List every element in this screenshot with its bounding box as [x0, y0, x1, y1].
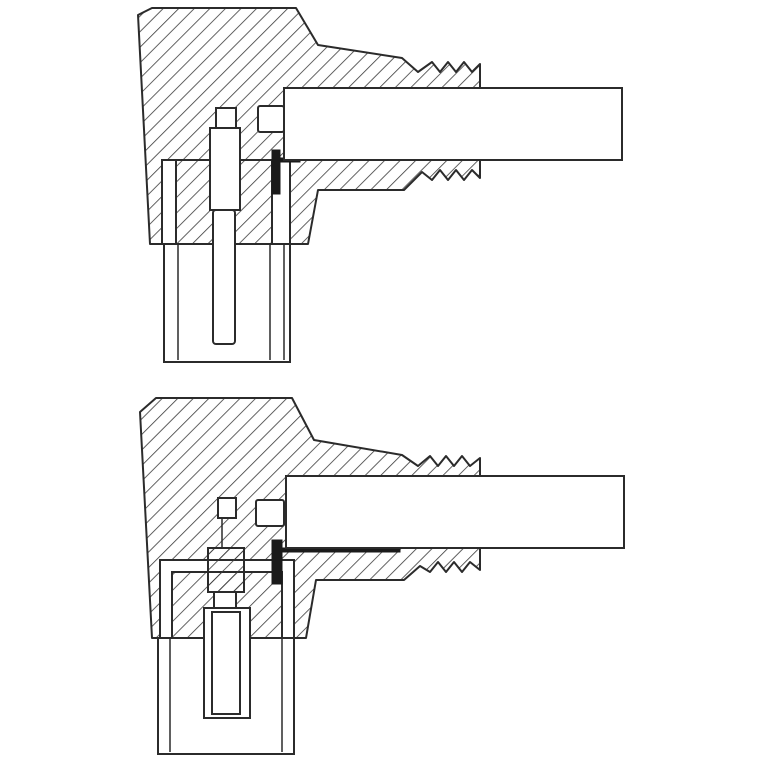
- lower-center-pin-neck: [213, 591, 237, 609]
- lower-cable-stub: [255, 499, 285, 527]
- upper-center-pin-shank: [209, 127, 241, 211]
- upper-cable-stub: [257, 105, 285, 133]
- upper-cable: [283, 87, 623, 161]
- lower-contact-insert: [271, 539, 401, 585]
- upper-center-pin-top: [215, 107, 237, 129]
- upper-section-view: [137, 7, 623, 363]
- lower-cable: [285, 475, 625, 549]
- upper-center-pin-lower: [212, 209, 236, 345]
- lower-socket-inner: [211, 611, 241, 715]
- lower-center-pin-body: [207, 547, 245, 593]
- lower-center-pin-top: [217, 497, 237, 519]
- lower-section-view: [139, 397, 625, 755]
